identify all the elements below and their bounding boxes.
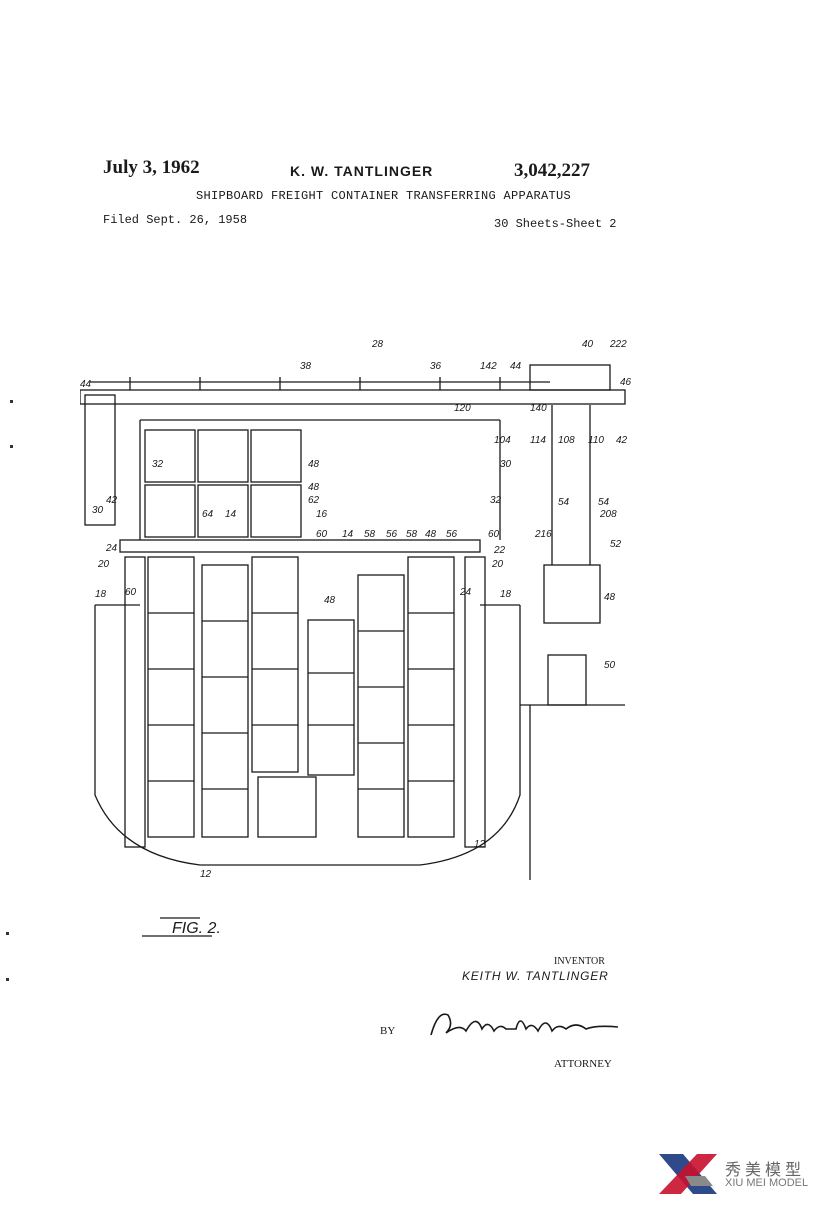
svg-text:114: 114 — [530, 435, 546, 446]
svg-text:30: 30 — [500, 459, 512, 470]
svg-text:110: 110 — [588, 435, 604, 446]
xiu-mei-logo-icon — [659, 1154, 717, 1194]
watermark-chinese: 秀美模型 — [725, 1162, 806, 1179]
svg-text:60: 60 — [316, 529, 328, 540]
watermark: 秀美模型 XIU MEI MODEL — [657, 1150, 822, 1200]
patent-title: SHIPBOARD FREIGHT CONTAINER TRANSFERRING… — [196, 189, 572, 203]
svg-text:222: 222 — [609, 339, 627, 350]
svg-text:58: 58 — [406, 529, 418, 540]
svg-text:42: 42 — [106, 495, 118, 506]
svg-text:64: 64 — [202, 509, 214, 520]
left-crane-leg — [84, 394, 116, 526]
svg-text:24: 24 — [105, 543, 118, 554]
hold-containers — [147, 556, 455, 838]
svg-text:142: 142 — [480, 361, 497, 372]
container — [197, 484, 249, 538]
trolley — [529, 364, 611, 391]
watermark-english: XIU MEI MODEL — [725, 1177, 809, 1189]
svg-text:24: 24 — [459, 587, 472, 598]
svg-text:22: 22 — [493, 545, 506, 556]
inventor-heading: K. W. TANTLINGER — [290, 163, 434, 179]
svg-text:42: 42 — [616, 435, 628, 446]
svg-text:32: 32 — [490, 495, 502, 506]
svg-text:58: 58 — [364, 529, 376, 540]
svg-text:140: 140 — [530, 403, 547, 414]
filed-date: Filed Sept. 26, 1958 — [103, 213, 248, 227]
svg-text:18: 18 — [95, 589, 107, 600]
gantry-rail — [80, 389, 626, 405]
svg-text:48: 48 — [308, 482, 320, 493]
svg-text:28: 28 — [371, 339, 384, 350]
patent-date: July 3, 1962 — [103, 157, 200, 178]
svg-text:14: 14 — [342, 529, 354, 540]
svg-text:104: 104 — [494, 435, 511, 446]
container — [250, 484, 302, 538]
svg-text:12: 12 — [474, 839, 486, 850]
svg-text:216: 216 — [534, 529, 552, 540]
svg-text:12: 12 — [200, 869, 212, 880]
svg-text:60: 60 — [488, 529, 500, 540]
attorney-signature — [430, 1013, 619, 1036]
svg-text:48: 48 — [604, 592, 616, 603]
svg-text:16: 16 — [316, 509, 328, 520]
svg-text:56: 56 — [386, 529, 398, 540]
svg-text:54: 54 — [558, 497, 570, 508]
margin-mark — [10, 400, 13, 403]
hull — [94, 605, 521, 866]
svg-text:44: 44 — [510, 361, 522, 372]
svg-text:48: 48 — [308, 459, 320, 470]
container — [197, 429, 249, 483]
container — [144, 484, 196, 538]
svg-text:48: 48 — [425, 529, 437, 540]
svg-text:46: 46 — [620, 377, 632, 388]
svg-text:18: 18 — [500, 589, 512, 600]
margin-mark — [10, 445, 13, 448]
attorney-caption: ATTORNEY — [554, 1058, 612, 1070]
svg-text:120: 120 — [454, 403, 471, 414]
svg-text:20: 20 — [97, 559, 110, 570]
svg-text:38: 38 — [300, 361, 312, 372]
margin-mark — [6, 932, 9, 935]
svg-text:54: 54 — [598, 497, 610, 508]
svg-text:36: 36 — [430, 361, 442, 372]
svg-text:108: 108 — [558, 435, 575, 446]
figure-label: FIG. 2. — [142, 917, 221, 937]
svg-text:50: 50 — [604, 660, 616, 671]
bulkhead — [464, 556, 486, 848]
container — [250, 429, 302, 483]
ship-cross-section-drawing: 28 38 36 142 44 40 222 46 44 120 140 104… — [80, 339, 632, 880]
svg-text:60: 60 — [125, 587, 137, 598]
svg-text:56: 56 — [446, 529, 458, 540]
svg-text:208: 208 — [599, 509, 617, 520]
inventor-caption: INVENTOR — [554, 956, 605, 967]
svg-text:14: 14 — [225, 509, 237, 520]
svg-text:32: 32 — [152, 459, 164, 470]
svg-text:40: 40 — [582, 339, 594, 350]
dock — [520, 704, 625, 880]
svg-text:62: 62 — [308, 495, 320, 506]
patent-number: 3,042,227 — [514, 160, 590, 181]
bulkhead — [124, 556, 146, 848]
sheet-count: 30 Sheets-Sheet 2 — [494, 217, 617, 231]
svg-text:FIG. 2.: FIG. 2. — [172, 920, 221, 937]
inventor-name: KEITH W. TANTLINGER — [462, 969, 609, 983]
deck — [119, 539, 481, 553]
svg-text:52: 52 — [610, 539, 622, 550]
svg-text:48: 48 — [324, 595, 336, 606]
by-label: BY — [380, 1025, 396, 1037]
margin-mark — [6, 978, 9, 981]
svg-text:20: 20 — [491, 559, 504, 570]
svg-text:30: 30 — [92, 505, 104, 516]
dock-truck — [547, 654, 587, 706]
container — [144, 429, 196, 483]
svg-text:44: 44 — [80, 379, 92, 390]
gantry-frame — [139, 419, 501, 540]
suspended-container — [543, 564, 601, 624]
